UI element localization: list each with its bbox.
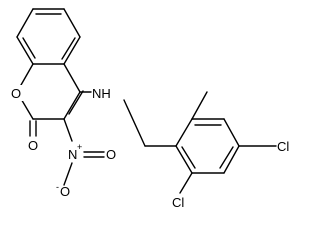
bond (175, 118, 193, 147)
amine-label: NH (92, 86, 111, 101)
bond (16, 8, 34, 38)
bond-inner (219, 146, 234, 169)
bond (123, 99, 146, 147)
nitro-oxygen-charge: - (56, 182, 59, 192)
bond (63, 118, 73, 142)
bond-inner (22, 37, 36, 59)
nitro-n-label: N (68, 147, 77, 162)
bond-inner (68, 90, 84, 115)
methyl-bond (191, 91, 208, 120)
bond (175, 145, 193, 174)
bond (223, 118, 240, 147)
bond-inner (61, 37, 76, 60)
aryl-ring (175, 91, 277, 194)
amine-linker (79, 91, 177, 147)
chloro-bond (179, 172, 193, 194)
nitro-n-charge: + (77, 142, 82, 152)
nitro-group (63, 118, 105, 186)
ring-oxygen-label: O (11, 86, 21, 101)
structure-drawing: O O NH N + O - O Cl Cl (10, 8, 289, 210)
bond (63, 63, 81, 93)
nitro-oxygen-bottom-label: O (60, 184, 70, 199)
bond (16, 36, 34, 65)
atom-labels: O O NH N + O - O Cl Cl (10, 85, 289, 210)
bond-inner (181, 146, 196, 169)
chloro-bottom-label: Cl (172, 195, 184, 210)
benzo-ring (16, 8, 81, 65)
chloro-right-label: Cl (277, 139, 289, 154)
bond (63, 162, 73, 186)
bond (223, 145, 240, 174)
carbonyl-oxygen-label: O (28, 138, 38, 153)
pyranone-ring (16, 63, 84, 137)
bond (63, 91, 81, 120)
molecule-diagram: O O NH N + O - O Cl Cl (10, 8, 290, 210)
bond (63, 36, 81, 65)
nitro-oxygen-top-label: O (106, 147, 116, 162)
bond (63, 8, 81, 38)
